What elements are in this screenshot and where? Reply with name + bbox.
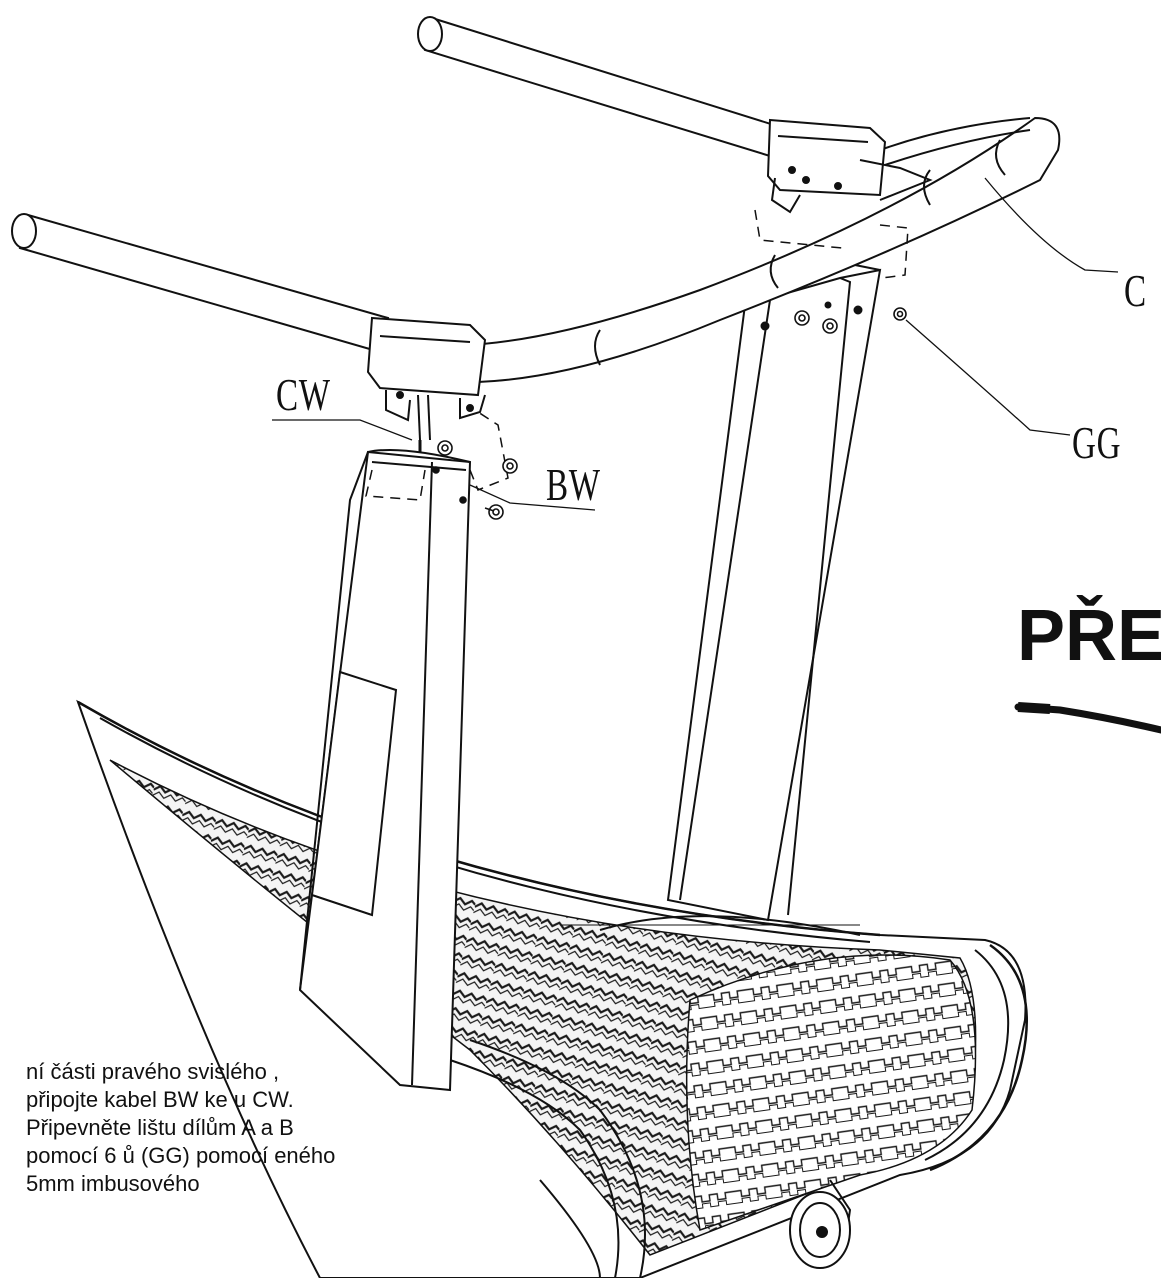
right-upright	[666, 261, 882, 922]
leader-bw	[469, 484, 596, 511]
handlebar-assembly	[11, 16, 1061, 441]
leader-lines	[272, 177, 1119, 511]
callout-c: C	[1124, 265, 1147, 316]
leader-gg	[905, 319, 1071, 436]
front-roller	[685, 954, 977, 1231]
callout-gg: GG	[1072, 417, 1122, 468]
leader-c	[984, 177, 1119, 273]
callout-bw: BW	[546, 459, 601, 510]
label-plate	[310, 670, 398, 917]
transport-wheel	[789, 1179, 852, 1269]
section-heading: PŘE	[1017, 596, 1161, 676]
instructions-text: ní části pravého svislého , připojte kab…	[26, 1059, 342, 1196]
leader-cw	[272, 419, 413, 441]
instructions-block: ní části pravého svislého , připojte kab…	[0, 1050, 400, 1278]
callout-cw: CW	[276, 369, 331, 420]
alignment-guides	[365, 209, 909, 501]
left-upright	[298, 448, 472, 1092]
allen-wrench-icon	[1014, 702, 1161, 734]
screws	[418, 307, 907, 520]
